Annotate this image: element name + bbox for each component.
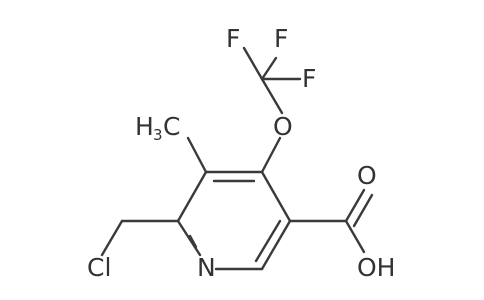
bond-n-c2 [176,219,202,257]
atom-fluorine-right: F [302,64,316,93]
bond-c4-c5 [260,170,292,223]
bond-layer [100,46,374,271]
atom-fluorine-top: F [274,24,288,53]
bond-c2-c3 [176,170,208,223]
atom-oxygen-carbonyl: O [357,161,377,190]
atom-methyl-h: H [135,112,154,141]
atom-nitrogen: N [197,253,216,282]
atom-oxygen-ether: O [273,112,293,141]
bond-carboxyl-hydroxyl [344,219,366,254]
atom-methyl-subscript: 3 [153,126,163,144]
bond-oxygen-cf3 [260,77,284,115]
bond-ch2-cl [100,219,124,257]
bond-carboxyl-carbonyl [344,188,366,223]
bond-c5-c6 [260,219,292,271]
atom-methyl-c: C [163,112,180,141]
bond-cf3-f-left [242,46,264,81]
bond-c4-oxygen [260,136,282,174]
bond-c3-methyl [186,136,208,174]
atom-layer: F F F O H 3 C N Cl O OH [87,24,395,282]
atom-fluorine-left: F [226,24,240,53]
bond-cf3-f-top [260,56,278,81]
bond-n-c2-double [188,234,198,249]
bond-c5-c6-double [254,219,282,263]
bond-carboxyl-carbonyl-double [352,193,374,228]
atom-chlorine: Cl [87,253,111,282]
atom-hydroxyl: OH [357,253,395,282]
